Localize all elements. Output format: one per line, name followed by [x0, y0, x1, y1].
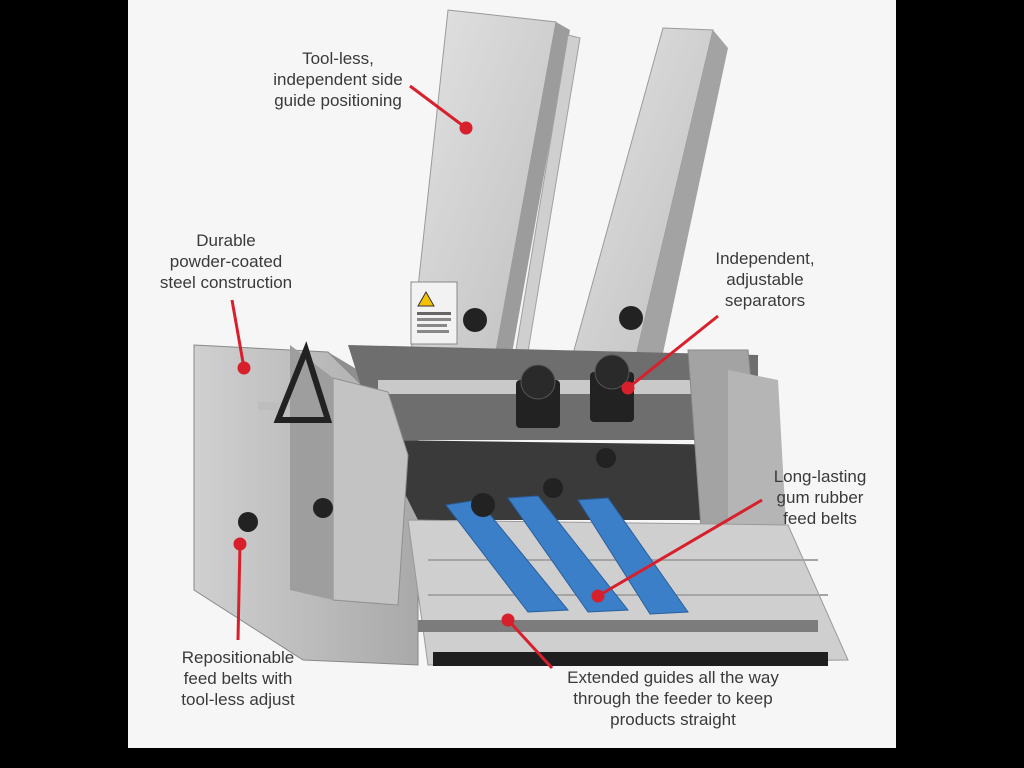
callout-steel-line-2: powder-coated	[169, 252, 283, 271]
callout-side-guides-line-3: guide positioning	[274, 91, 402, 110]
callout-side-guides-line-1: Tool-less,	[302, 49, 374, 68]
callout-separators-line-3: separators	[724, 291, 806, 310]
callout-extended-line-3: products straight	[610, 710, 736, 729]
side-guide-bracket	[273, 341, 333, 423]
callout-reposition-line-3: tool-less adjust	[181, 690, 295, 709]
callout-belts-line-1: Long-lasting	[773, 467, 867, 486]
callout-reposition: Repositionable feed belts with tool-less…	[168, 647, 308, 710]
callout-side-guides: Tool-less, independent side guide positi…	[248, 48, 428, 111]
callout-extended: Extended guides all the way through the …	[548, 667, 798, 730]
callout-belts: Long-lasting gum rubber feed belts	[760, 466, 880, 529]
callout-reposition-line-2: feed belts with	[183, 669, 293, 688]
callout-steel: Durable powder-coated steel construction	[146, 230, 306, 293]
callout-extended-line-2: through the feeder to keep	[573, 689, 773, 708]
right-hopper-plate	[567, 27, 728, 400]
callout-extended-line-1: Extended guides all the way	[567, 668, 779, 687]
callout-separators-line-1: Independent,	[715, 249, 815, 268]
callout-steel-line-1: Durable	[196, 231, 256, 250]
callout-reposition-line-1: Repositionable	[181, 648, 295, 667]
callout-belts-line-3: feed belts	[783, 509, 857, 528]
callout-side-guides-line-2: independent side	[273, 70, 403, 89]
warning-triangle-icon	[410, 281, 458, 345]
callout-steel-line-3: steel construction	[159, 273, 293, 292]
callout-separators-line-2: adjustable	[726, 270, 804, 289]
callout-belts-line-2: gum rubber	[776, 488, 864, 507]
callout-separators: Independent, adjustable separators	[700, 248, 830, 311]
feeder-machine-illustration	[193, 9, 849, 666]
